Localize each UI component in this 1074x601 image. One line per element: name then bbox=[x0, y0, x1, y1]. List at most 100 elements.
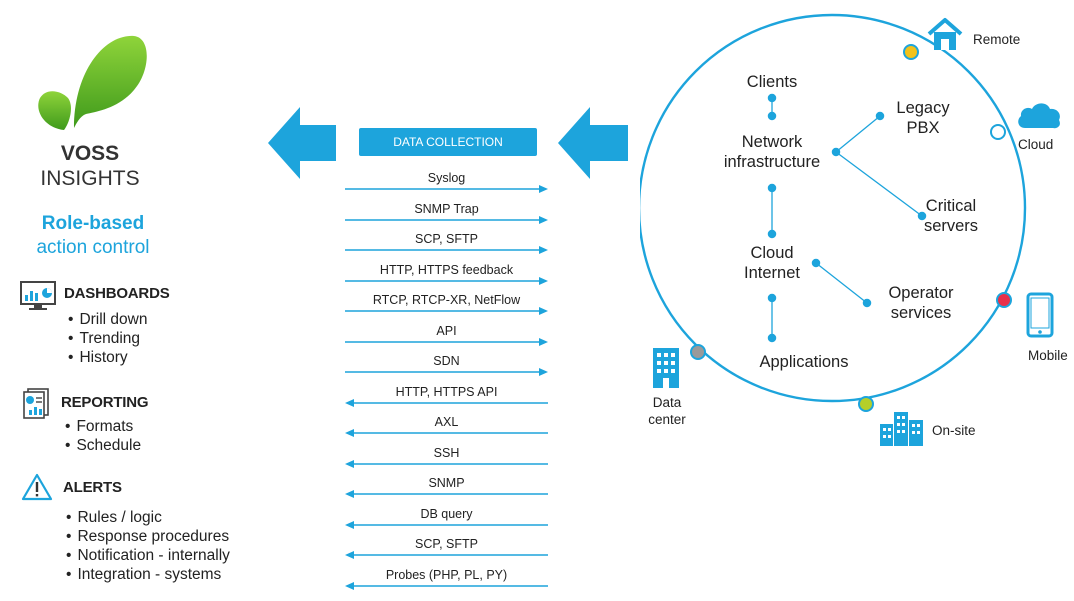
operator-services-label: Operator services bbox=[888, 284, 954, 322]
list-item: Rules / logic bbox=[66, 508, 230, 527]
protocol-row: API bbox=[345, 324, 548, 346]
protocol-row: AXL bbox=[345, 415, 548, 437]
protocol-label: HTTP, HTTPS feedback bbox=[379, 263, 514, 277]
buildings-icon bbox=[880, 412, 923, 446]
connector-dot bbox=[875, 111, 885, 121]
mobile-label: Mobile bbox=[1028, 348, 1068, 363]
protocol-label: RTCP, RTCP-XR, NetFlow bbox=[372, 293, 521, 307]
applications-label: Applications bbox=[759, 353, 849, 371]
protocol-label: AXL bbox=[434, 415, 459, 429]
tagline-line2: action control bbox=[36, 237, 150, 258]
remote-dot bbox=[903, 44, 919, 60]
cloud-internet-label: Cloud Internet bbox=[744, 244, 800, 282]
arrow-right-icon bbox=[345, 368, 548, 376]
voss-logo-icon bbox=[38, 35, 147, 130]
clients-label: Clients bbox=[746, 73, 798, 91]
protocol-label: SCP, SFTP bbox=[415, 537, 478, 551]
protocol-label: DB query bbox=[420, 507, 473, 521]
arrow-right-icon bbox=[345, 277, 548, 285]
connector-dot bbox=[767, 229, 777, 239]
connector-line bbox=[835, 115, 881, 153]
protocol-row: DB query bbox=[345, 507, 548, 529]
connector-dot bbox=[767, 93, 777, 103]
protocol-row: SCP, SFTP bbox=[345, 232, 548, 254]
arrow-right-icon bbox=[345, 307, 548, 315]
cloud-icon bbox=[1018, 103, 1060, 129]
protocol-row: SDN bbox=[345, 354, 548, 376]
right-flow-arrow bbox=[558, 107, 628, 179]
onsite-dot bbox=[858, 396, 874, 412]
connector-line bbox=[815, 262, 868, 304]
connector-line bbox=[835, 151, 923, 217]
protocol-row: SSH bbox=[345, 446, 548, 468]
warning-triangle-icon bbox=[21, 473, 53, 501]
arrow-left-icon bbox=[345, 582, 548, 590]
tagline-line1: Role-based bbox=[41, 213, 145, 234]
list-item: History bbox=[68, 348, 148, 367]
protocol-label: SSH bbox=[433, 446, 460, 460]
section-reporting-title: REPORTING bbox=[61, 394, 149, 411]
section-reporting-list: Formats Schedule bbox=[65, 417, 141, 455]
protocol-label: SNMP Trap bbox=[414, 202, 479, 216]
cloud-dot bbox=[990, 124, 1006, 140]
brand-subname: INSIGHTS bbox=[40, 167, 140, 190]
list-item: Trending bbox=[68, 329, 148, 348]
arrow-right-icon bbox=[345, 246, 548, 254]
brand-name: VOSS bbox=[60, 142, 120, 165]
protocol-row: SNMP Trap bbox=[345, 202, 548, 224]
protocol-row: Syslog bbox=[345, 171, 548, 193]
arrow-left-icon bbox=[345, 490, 548, 498]
network-boundary-circle bbox=[640, 13, 1027, 403]
protocol-label: SDN bbox=[433, 354, 460, 368]
network-diagram bbox=[640, 13, 1027, 412]
arrow-right-icon bbox=[345, 216, 548, 224]
left-flow-arrow bbox=[268, 107, 336, 179]
list-item: Notification - internally bbox=[66, 546, 229, 565]
protocol-label: HTTP, HTTPS API bbox=[395, 385, 498, 399]
protocol-label: API bbox=[436, 324, 457, 338]
connector-dot bbox=[767, 333, 777, 343]
list-item: Formats bbox=[65, 417, 141, 436]
protocol-label: SNMP bbox=[428, 476, 465, 490]
protocol-label: Probes (PHP, PL, PY) bbox=[385, 568, 508, 582]
protocol-label: SCP, SFTP bbox=[415, 232, 478, 246]
section-dashboards-title: DASHBOARDS bbox=[64, 285, 170, 302]
mobile-dot bbox=[996, 292, 1012, 308]
connector-dot bbox=[862, 298, 872, 308]
datacenter-label: Data center bbox=[648, 395, 686, 427]
connector-dot bbox=[767, 183, 777, 193]
datacenter-building-icon bbox=[653, 348, 679, 388]
network-infrastructure-label: Network infrastructure bbox=[723, 133, 821, 171]
critical-servers-label: Critical servers bbox=[923, 197, 979, 235]
cloud-label: Cloud bbox=[1018, 137, 1054, 152]
list-item: Response procedures bbox=[66, 527, 230, 546]
protocol-row: SCP, SFTP bbox=[345, 537, 548, 559]
section-dashboards-list: Drill down Trending History bbox=[68, 310, 148, 367]
list-item: Drill down bbox=[68, 310, 147, 329]
arrow-left-icon bbox=[345, 399, 548, 407]
arrow-left-icon bbox=[345, 521, 548, 529]
arrow-right-icon bbox=[345, 185, 548, 193]
remote-label: Remote bbox=[973, 32, 1021, 47]
protocol-label: Syslog bbox=[427, 171, 466, 185]
section-alerts-title: ALERTS bbox=[63, 479, 122, 496]
onsite-label: On-site bbox=[932, 423, 976, 438]
connector-dot bbox=[831, 147, 841, 157]
list-item: Schedule bbox=[65, 436, 141, 455]
list-item: Integration - systems bbox=[66, 565, 230, 584]
arrow-right-icon bbox=[345, 338, 548, 346]
connector-dot bbox=[811, 258, 821, 268]
connector-dot bbox=[917, 211, 927, 221]
section-alerts-list: Rules / logic Response procedures Notifi… bbox=[66, 508, 230, 584]
protocol-row: SNMP bbox=[345, 476, 548, 498]
connector-dot bbox=[767, 293, 777, 303]
protocol-row: RTCP, RTCP-XR, NetFlow bbox=[345, 293, 548, 315]
report-document-icon bbox=[23, 388, 49, 419]
arrow-left-icon bbox=[345, 551, 548, 559]
protocol-row: Probes (PHP, PL, PY) bbox=[345, 568, 548, 590]
connector-dot bbox=[767, 111, 777, 121]
protocol-row: HTTP, HTTPS API bbox=[345, 385, 548, 407]
arrow-left-icon bbox=[345, 429, 548, 437]
mobile-phone-icon bbox=[1026, 292, 1054, 338]
home-icon bbox=[927, 18, 963, 50]
